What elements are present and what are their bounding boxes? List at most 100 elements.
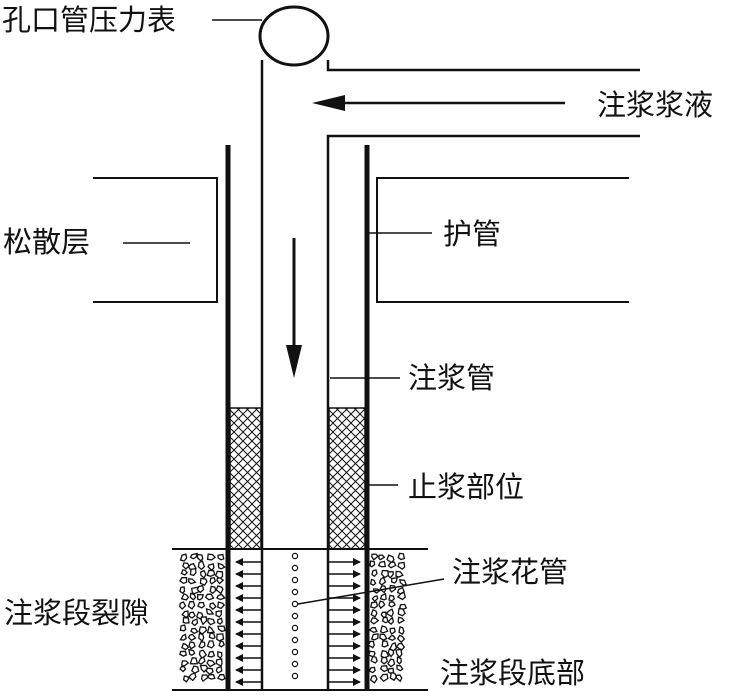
grout-stop-label: 止浆部位 bbox=[408, 470, 524, 504]
casing-walls bbox=[225, 145, 370, 690]
gravel-stone bbox=[197, 560, 206, 571]
gravel-stone bbox=[180, 592, 190, 601]
perforation-hole bbox=[291, 660, 299, 668]
gravel-stone bbox=[369, 578, 377, 586]
gravel-stone bbox=[196, 584, 205, 594]
gravel-stone bbox=[379, 592, 387, 601]
gravel-stone bbox=[216, 577, 225, 585]
gravel-stone bbox=[179, 633, 187, 641]
gravel-stone bbox=[200, 616, 208, 626]
perforation-hole bbox=[291, 564, 299, 572]
gravel-stone bbox=[370, 601, 379, 609]
gravel-stone bbox=[397, 561, 406, 571]
gravel-stone bbox=[215, 665, 223, 674]
outflow-arrows bbox=[235, 558, 361, 686]
gravel-stone bbox=[379, 673, 389, 683]
gravel-stone bbox=[389, 641, 398, 652]
gravel-stone bbox=[191, 665, 200, 674]
gravel-stone bbox=[390, 576, 399, 584]
gravel-stone bbox=[388, 594, 396, 602]
gravel-stone bbox=[396, 591, 407, 601]
loose-layer-label: 松散层 bbox=[3, 225, 90, 259]
gravel-stone bbox=[378, 576, 387, 586]
gravel-stone bbox=[380, 656, 389, 665]
gravel-stone bbox=[189, 567, 197, 577]
gravel-stone bbox=[208, 632, 216, 640]
perforation-hole bbox=[291, 588, 299, 596]
gravel-stone bbox=[179, 650, 188, 657]
gravel-stone bbox=[387, 635, 397, 642]
perforation-hole bbox=[291, 576, 299, 584]
perforation-hole bbox=[291, 648, 299, 656]
gravel-stone bbox=[388, 601, 396, 608]
loose-layer-boundaries bbox=[93, 177, 629, 303]
gravel-stone bbox=[216, 673, 226, 681]
gravel-stone bbox=[368, 627, 378, 633]
gravel-stone bbox=[180, 569, 189, 576]
gravel-stone bbox=[190, 627, 199, 635]
gravel-stone bbox=[378, 600, 386, 610]
gravel-stone bbox=[218, 640, 225, 648]
gravel-stone bbox=[182, 617, 190, 624]
gravel-stone bbox=[217, 562, 226, 570]
gravel-stone bbox=[198, 632, 205, 643]
gravel-stone bbox=[196, 593, 205, 601]
gravel-stone bbox=[369, 617, 380, 625]
gravel-stone bbox=[189, 552, 198, 560]
gravel-stone bbox=[215, 658, 223, 668]
gravel-stone bbox=[216, 617, 224, 625]
perforation-hole bbox=[291, 672, 299, 680]
gravel-stone bbox=[379, 665, 389, 673]
perforated-pipe-holes bbox=[291, 552, 299, 680]
grout-pipe-walls bbox=[260, 60, 640, 690]
gravel-stone bbox=[200, 674, 209, 683]
gravel-stone bbox=[206, 674, 216, 680]
arrow-left-icon bbox=[312, 95, 565, 111]
grout-pipe-label: 注浆管 bbox=[408, 361, 495, 395]
perforation-hole bbox=[291, 636, 299, 644]
gravel-stone bbox=[395, 642, 406, 652]
grout-fissure-label: 注浆段裂隙 bbox=[4, 596, 149, 630]
gravel-stone bbox=[369, 560, 376, 568]
gravel-stone bbox=[181, 610, 189, 619]
gravel-stone bbox=[371, 595, 379, 603]
gravel-stone bbox=[377, 560, 387, 568]
gravel-stone bbox=[381, 640, 389, 648]
gravel-stone bbox=[197, 656, 206, 665]
gravel-stone bbox=[207, 650, 216, 658]
leader-lines bbox=[123, 19, 445, 605]
gravel-stone bbox=[206, 640, 215, 649]
gravel-stone bbox=[395, 674, 403, 683]
gravel-stone bbox=[204, 593, 215, 601]
gravel-stone bbox=[179, 577, 188, 585]
gravel-stone bbox=[216, 601, 226, 610]
gravel-stone bbox=[188, 641, 196, 650]
gravel-stone bbox=[387, 571, 394, 579]
gravel-stone bbox=[397, 616, 405, 624]
grout-stop-seal bbox=[229, 407, 366, 550]
gravel-stone bbox=[217, 625, 226, 633]
gravel-stone bbox=[387, 648, 395, 658]
gravel-stone bbox=[367, 640, 376, 649]
gravel-stone bbox=[378, 554, 386, 561]
gravel-stone bbox=[381, 616, 389, 624]
gravel-stone bbox=[387, 561, 397, 569]
gravel-stone bbox=[197, 601, 206, 609]
perforation-hole bbox=[291, 552, 299, 560]
gravel-stone bbox=[370, 633, 379, 641]
gravel-stone bbox=[368, 666, 376, 674]
gravel-stone bbox=[205, 608, 215, 615]
gravel-stone bbox=[207, 563, 215, 572]
gravel-stone bbox=[182, 562, 190, 570]
gravel-stone bbox=[199, 664, 209, 673]
gravel-stone bbox=[395, 570, 404, 578]
gravel-stone bbox=[206, 625, 216, 634]
gravel-stone bbox=[385, 608, 395, 618]
gravel-stone bbox=[206, 569, 216, 577]
gravel-stone bbox=[205, 667, 214, 676]
grout-section-boundaries bbox=[172, 548, 428, 691]
perforation-hole bbox=[291, 612, 299, 620]
gravel-stone bbox=[198, 640, 206, 649]
gravel-stone bbox=[389, 671, 398, 682]
